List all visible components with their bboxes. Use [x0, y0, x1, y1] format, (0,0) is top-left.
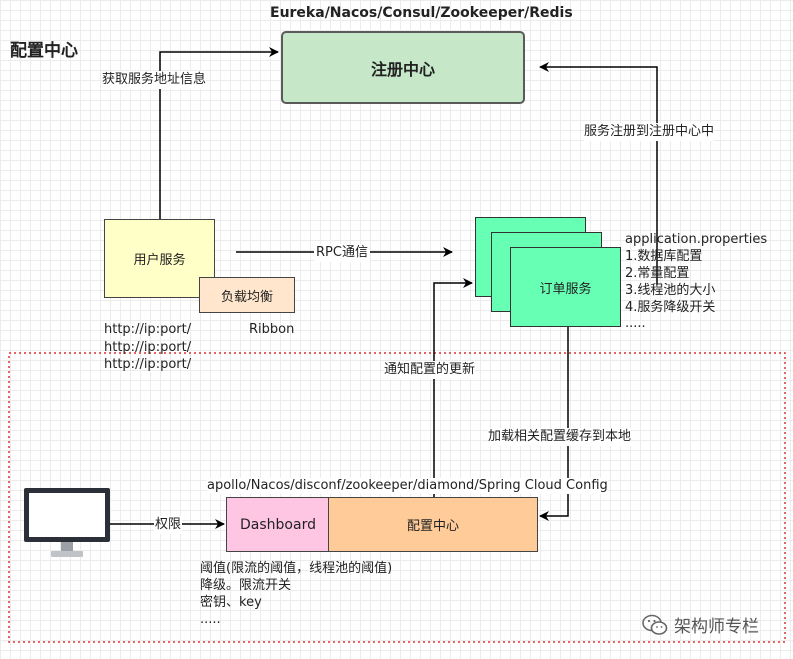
registry-node: 注册中心: [281, 31, 525, 104]
user-url-1: http://ip:port/: [104, 322, 192, 337]
page-title: 配置中心: [10, 41, 78, 61]
load-balancer-label: 负载均衡: [220, 289, 273, 305]
edge-label-permission: 权限: [154, 516, 183, 534]
user-url-2: http://ip:port/: [104, 340, 192, 355]
user-service-node: 用户服务: [104, 219, 215, 298]
edge-register: [539, 62, 658, 285]
config-center-node: 配置中心: [328, 497, 538, 552]
edge-label-notify: 通知配置的更新: [384, 361, 476, 379]
user-service-label: 用户服务: [133, 253, 186, 268]
watermark-text: 架构师专栏: [674, 617, 759, 637]
order-config-line-2: 2.常量配置: [625, 266, 690, 281]
monitor-icon: [24, 488, 110, 557]
dashboard-node: Dashboard: [226, 497, 330, 552]
config-products-label: apollo/Nacos/disconf/zookeeper/diamond/S…: [207, 478, 608, 494]
registry-label: 注册中心: [370, 59, 435, 79]
edge-notify: [433, 278, 473, 497]
edge-label-fetch-address: 获取服务地址信息: [102, 71, 207, 89]
config-note-1: 阈值(限流的阈值，线程池的阈值): [200, 561, 393, 576]
config-center-label: 配置中心: [406, 519, 459, 534]
order-config-line-1: 1.数据库配置: [625, 249, 703, 264]
order-config-file: application.properties: [625, 232, 768, 247]
edge-label-register: 服务注册到注册中心中: [584, 123, 715, 141]
config-note-3: 密钥、key: [200, 595, 262, 610]
config-note-2: 降级。限流开关: [200, 578, 292, 593]
load-balancer-node: 负载均衡: [199, 277, 295, 313]
edge-load-cache: [539, 325, 569, 521]
order-config-line-5: .....: [625, 316, 646, 331]
edge-fetch-address: [159, 47, 279, 220]
config-region-border: [8, 352, 786, 643]
edge-label-rpc: RPC通信: [314, 244, 370, 262]
order-config-line-4: 4.服务降级开关: [625, 300, 716, 315]
order-config-line-3: 3.线程池的大小: [625, 283, 716, 298]
wechat-icon: [642, 614, 668, 635]
config-note-4: .....: [200, 612, 221, 627]
watermark: 架构师专栏: [642, 612, 759, 637]
user-url-3: http://ip:port/: [104, 357, 192, 372]
edge-label-load-cache: 加载相关配置缓存到本地: [488, 428, 632, 446]
order-service-label: 订单服务: [539, 281, 592, 297]
order-service-node: 订单服务: [510, 247, 621, 327]
registry-products-label: Eureka/Nacos/Consul/Zookeeper/Redis: [270, 5, 573, 21]
ribbon-label: Ribbon: [249, 322, 295, 337]
dashboard-label: Dashboard: [240, 516, 316, 533]
